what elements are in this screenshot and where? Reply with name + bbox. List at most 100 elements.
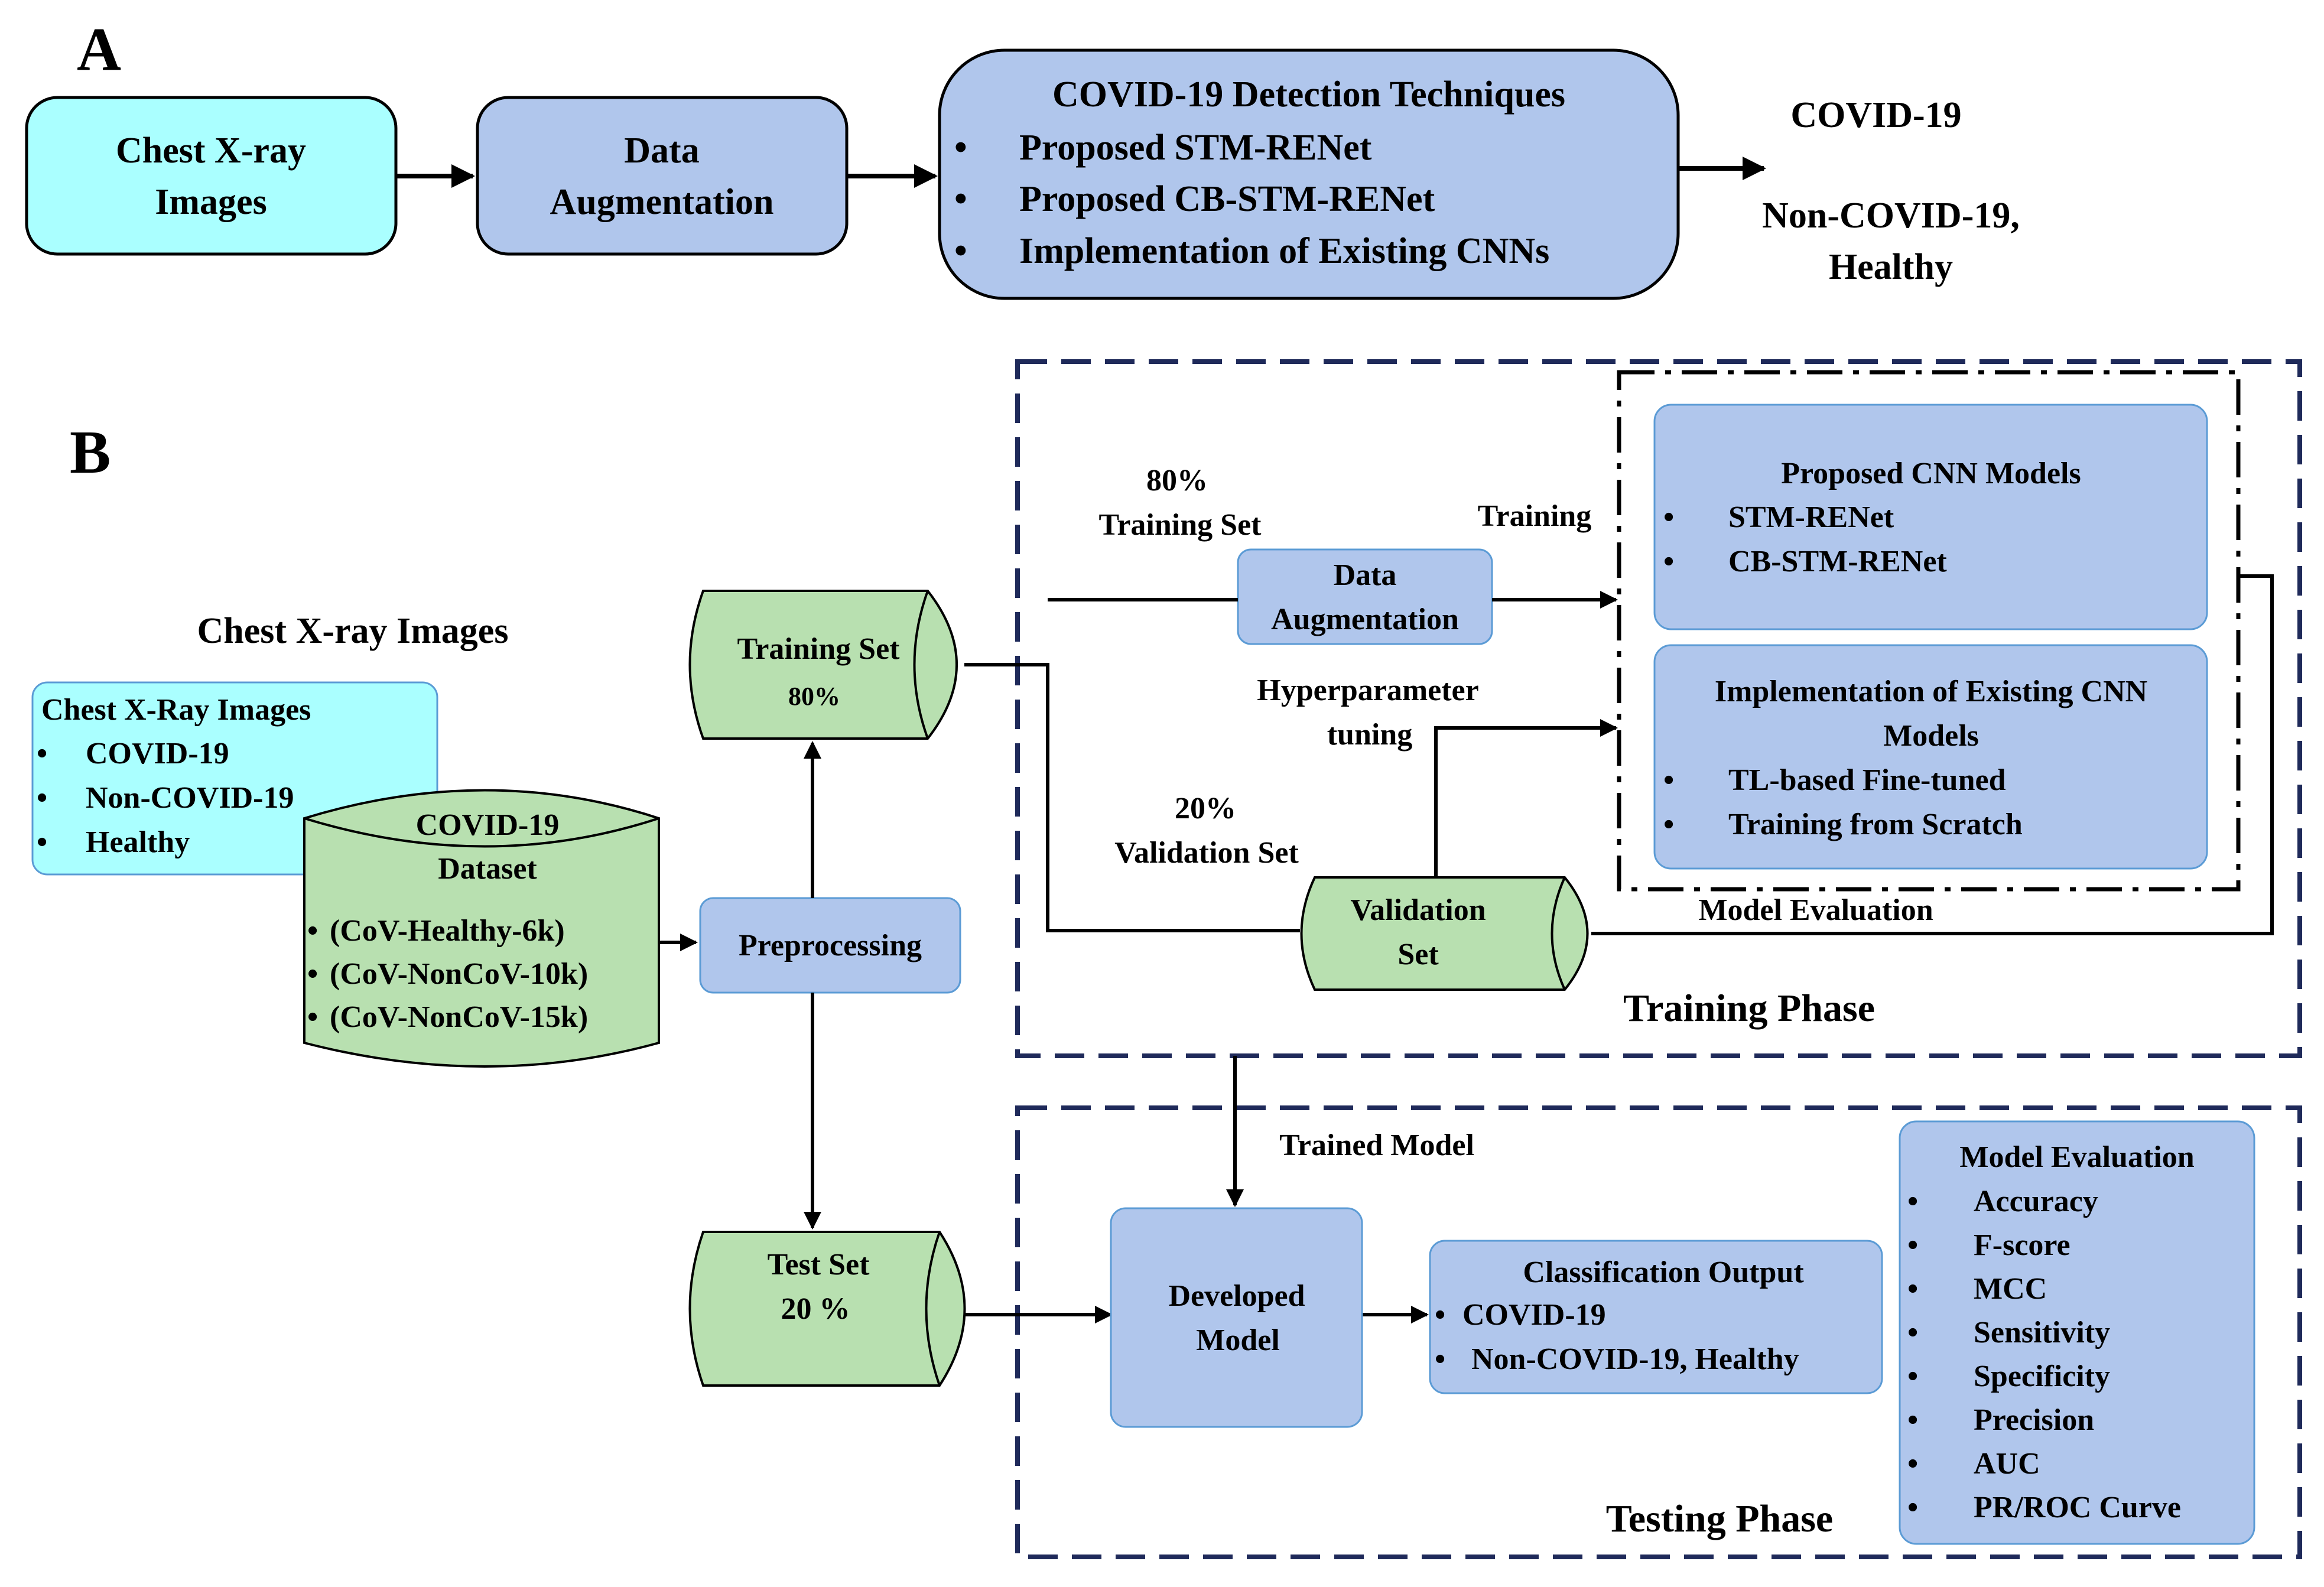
a-input-line1: Chest X-ray: [116, 131, 306, 171]
b-preprocessing-label: Preprocessing: [739, 929, 922, 962]
b-bullet: •: [1663, 545, 1674, 578]
b-aug-line2: Augmentation: [1271, 603, 1459, 636]
panel-a-label: A: [77, 15, 121, 83]
a-bullet: •: [954, 179, 967, 219]
b-existing-item: Training from Scratch: [1728, 808, 2023, 841]
b-validation-line1: Validation: [1350, 893, 1486, 927]
b-proposed-box: [1653, 404, 2208, 630]
b-developed-line2: Model: [1196, 1323, 1280, 1357]
a-output-line3: Healthy: [1829, 247, 1953, 287]
b-evaluation-item: PR/ROC Curve: [1974, 1491, 2181, 1524]
a-techniques-box: [938, 48, 1680, 300]
b-trained-model-label: Trained Model: [1279, 1129, 1474, 1162]
b-proposed-title: Proposed CNN Models: [1781, 457, 2081, 490]
b-hyper-line2: tuning: [1327, 718, 1413, 752]
b-evaluation-item: AUC: [1974, 1447, 2040, 1481]
b-augmentation-box: [1237, 548, 1493, 645]
a-technique-item: Proposed STM-RENet: [1019, 128, 1372, 168]
b-dataset-cylinder: [303, 789, 660, 1068]
b-validation-line2: Set: [1397, 938, 1439, 971]
b-training-set-rim: [913, 590, 929, 739]
b-validation-set-rim: [1551, 877, 1566, 990]
b-classification-box: [1429, 1240, 1883, 1394]
b-dataset-item: (CoV-Healthy-6k): [330, 914, 565, 948]
training-phase-frame: [1015, 359, 2302, 1058]
b-evaluation-item: Specificity: [1974, 1360, 2110, 1393]
b-hyper-line1: Hyperparameter: [1257, 674, 1478, 707]
b-bullet: •: [1435, 1298, 1445, 1332]
a-technique-item: Proposed CB-STM-RENet: [1019, 179, 1435, 219]
b-bullet: •: [37, 781, 47, 815]
a-input-box: [25, 96, 398, 256]
a-bullet: •: [954, 231, 967, 271]
b-bullet: •: [1907, 1272, 1918, 1306]
b-label-20-line1: 20%: [1175, 792, 1236, 825]
b-bullet: •: [307, 914, 318, 948]
b-testing-phase-label: Testing Phase: [1606, 1497, 1833, 1540]
b-dataset-item: (CoV-NonCoV-15k): [330, 1000, 588, 1034]
b-proposed-item: STM-RENet: [1728, 500, 1894, 534]
testing-phase-frame: [1015, 1105, 2302, 1559]
b-dataset-line1: COVID-19: [416, 808, 560, 842]
a-augmentation-box: [476, 96, 849, 256]
b-chest-item: Healthy: [86, 825, 190, 859]
b-training-set-pct: 80%: [788, 682, 840, 711]
a-input-line2: Images: [155, 182, 266, 222]
b-bullet: •: [1907, 1491, 1918, 1524]
b-aug-line1: Data: [1334, 558, 1397, 592]
b-classification-item: COVID-19: [1462, 1298, 1606, 1332]
b-bullet: •: [1663, 763, 1674, 797]
b-test-set-pct: 20 %: [781, 1292, 850, 1326]
b-dataset-line2: Dataset: [438, 852, 537, 886]
b-bullet: •: [37, 737, 47, 770]
b-evaluation-item: F-score: [1974, 1228, 2071, 1262]
b-bullet: •: [1907, 1403, 1918, 1437]
panel-b-label: B: [70, 418, 110, 486]
b-test-set-rim: [925, 1231, 941, 1386]
b-classification-title: Classification Output: [1523, 1256, 1804, 1289]
b-bullet: •: [37, 825, 47, 859]
b-bullet: •: [307, 1000, 318, 1034]
b-evaluation-title: Model Evaluation: [1959, 1140, 2194, 1174]
b-chest-item: Non-COVID-19: [86, 781, 294, 815]
b-model-eval-label: Model Evaluation: [1698, 893, 1933, 927]
b-label-20-line2: Validation Set: [1114, 836, 1299, 870]
b-bullet: •: [1907, 1185, 1918, 1218]
a-output-line2: Non-COVID-19,: [1762, 196, 2020, 236]
b-dataset-cylinder-rim: [304, 817, 659, 848]
b-test-set-label: Test Set: [768, 1248, 870, 1282]
b-arrow-hyper: [1434, 719, 1618, 877]
b-label-80-line1: 80%: [1146, 464, 1208, 497]
b-chest-box-title: Chest X-Ray Images: [41, 693, 311, 727]
b-eval-loop: [1591, 574, 2274, 935]
b-bullet: •: [1907, 1228, 1918, 1262]
a-aug-line1: Data: [624, 131, 699, 171]
b-chest-item: COVID-19: [86, 737, 229, 770]
b-dataset-item: (CoV-NonCoV-10k): [330, 957, 588, 991]
b-existing-box: [1653, 644, 2208, 870]
b-training-set-label: Training Set: [737, 632, 901, 666]
b-proposed-item: CB-STM-RENet: [1728, 545, 1947, 578]
b-preprocessing-box: [699, 897, 961, 994]
b-evaluation-item: Sensitivity: [1974, 1316, 2110, 1349]
b-label-80-line2: Training Set: [1099, 508, 1262, 542]
b-evaluation-item: Accuracy: [1974, 1185, 2098, 1218]
b-evaluation-item: MCC: [1974, 1272, 2047, 1306]
b-chest-heading: Chest X-ray Images: [197, 611, 509, 651]
a-output-line1: COVID-19: [1790, 95, 1961, 135]
a-technique-item: Implementation of Existing CNNs: [1019, 231, 1549, 271]
b-developed-model-box: [1110, 1207, 1363, 1428]
b-evaluation-item: Precision: [1974, 1403, 2094, 1437]
b-bullet: •: [1435, 1342, 1445, 1376]
a-bullet: •: [954, 128, 967, 168]
b-classification-item: Non-COVID-19, Healthy: [1471, 1342, 1799, 1376]
b-bullet: •: [1663, 500, 1674, 534]
b-bullet: •: [1907, 1360, 1918, 1393]
b-evaluation-box: [1899, 1120, 2255, 1545]
b-split-line: [964, 663, 1300, 932]
a-techniques-title: COVID-19 Detection Techniques: [1052, 74, 1565, 115]
b-bullet: •: [1907, 1447, 1918, 1481]
b-developed-line1: Developed: [1168, 1279, 1305, 1313]
